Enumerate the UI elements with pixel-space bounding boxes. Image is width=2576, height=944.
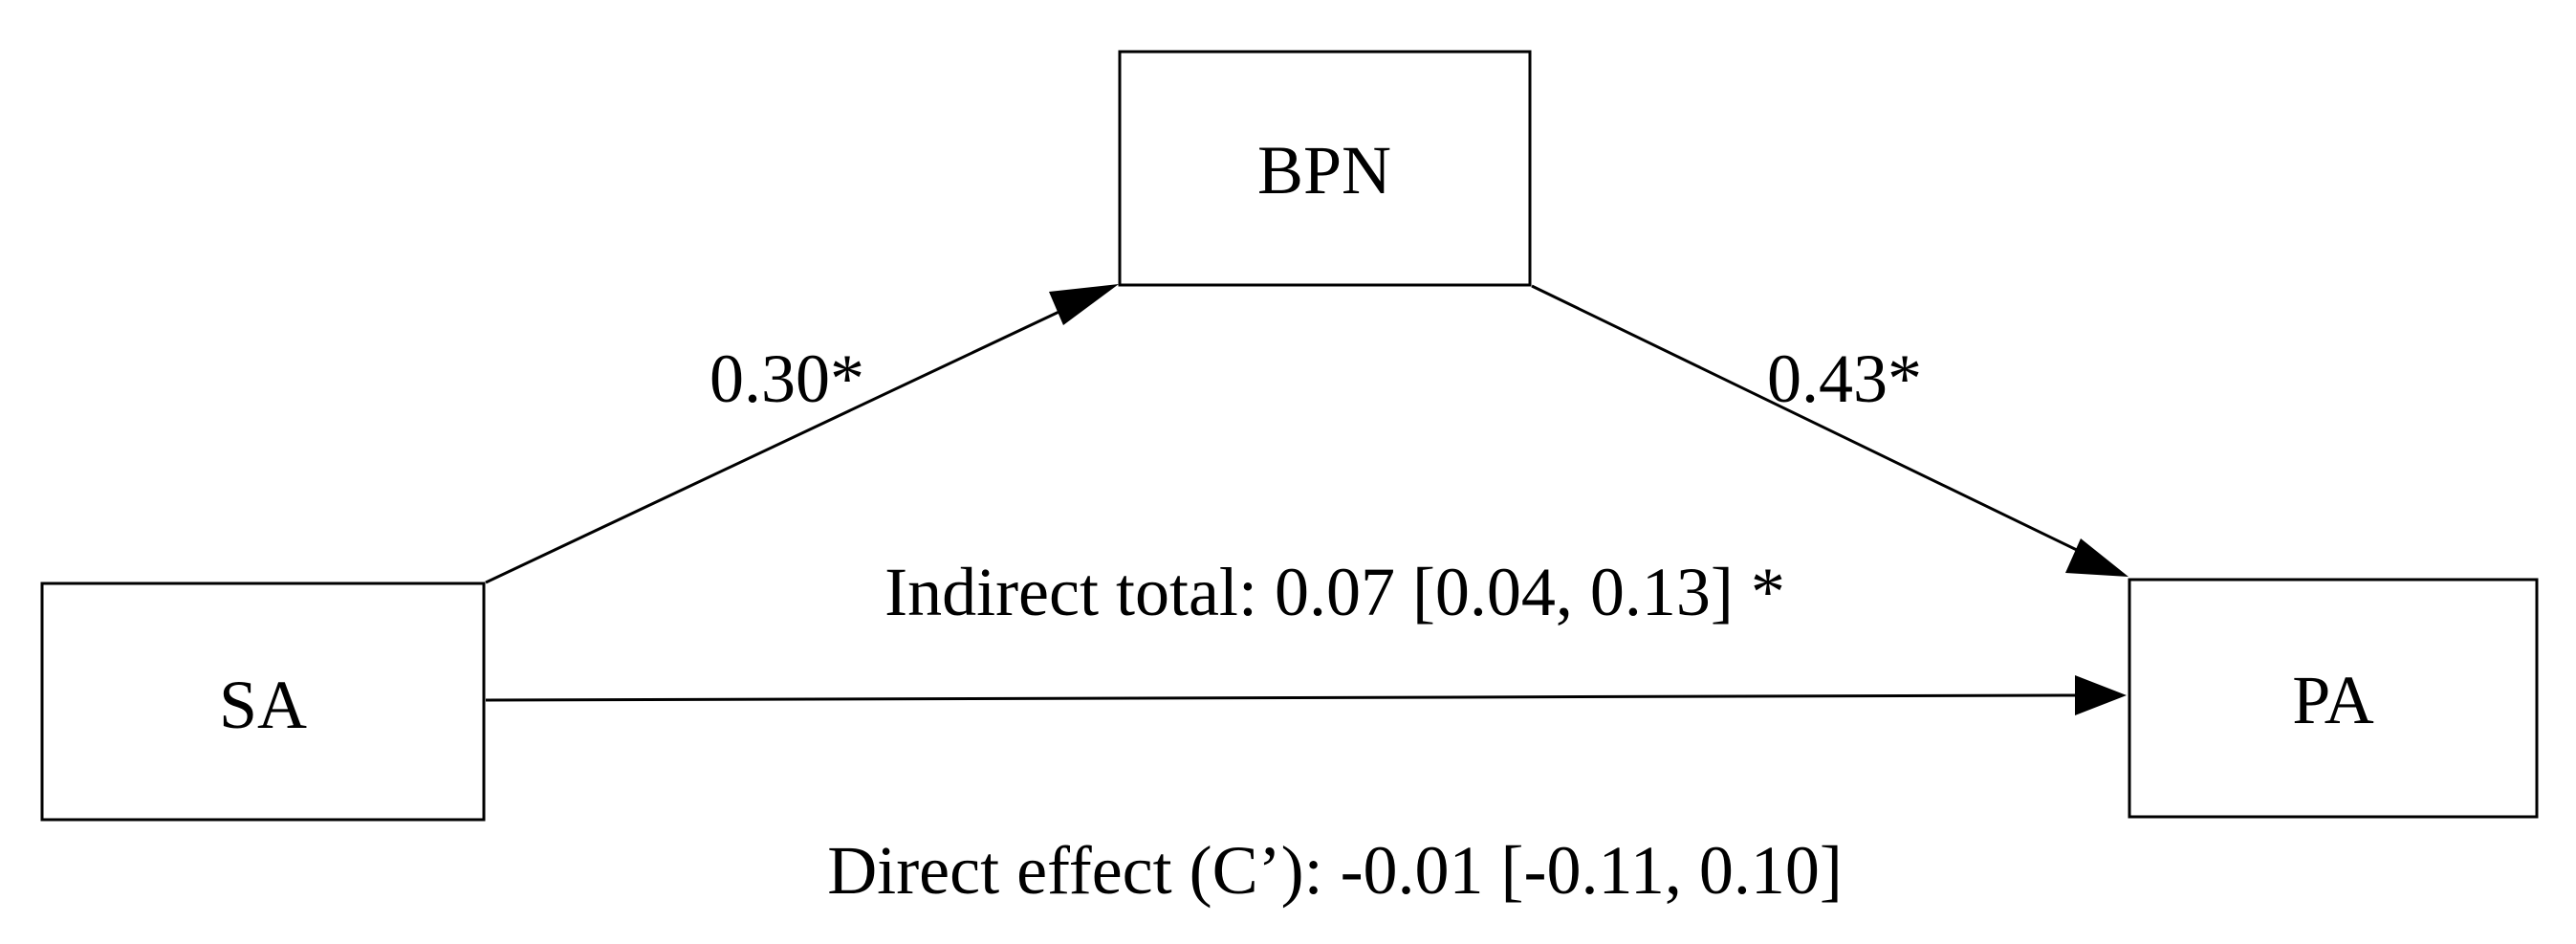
node-pa: PA [2128, 578, 2539, 819]
indirect-effect-label: Indirect total: 0.07 [0.04, 0.13] * [884, 554, 1785, 630]
node-bpn-label: BPN [1257, 132, 1391, 209]
node-sa-label: SA [219, 667, 307, 743]
edge-bpn-to-pa [1531, 284, 2128, 577]
coefficient-b-label: 0.43* [1767, 340, 1922, 417]
coefficient-a-label: 0.30* [709, 340, 864, 417]
arrowhead-sa-to-bpn [1049, 284, 1119, 325]
edge-sa-to-bpn [485, 284, 1119, 584]
direct-effect-label: Direct effect (C’): -0.01 [-0.11, 0.10] [827, 832, 1843, 909]
arrowhead-bpn-to-pa [2065, 538, 2128, 577]
edge-sa-to-pa [485, 675, 2127, 715]
node-pa-label: PA [2292, 662, 2373, 738]
arrowhead-sa-to-pa [2075, 675, 2127, 715]
node-sa: SA [40, 582, 486, 822]
node-bpn: BPN [1118, 50, 1532, 287]
